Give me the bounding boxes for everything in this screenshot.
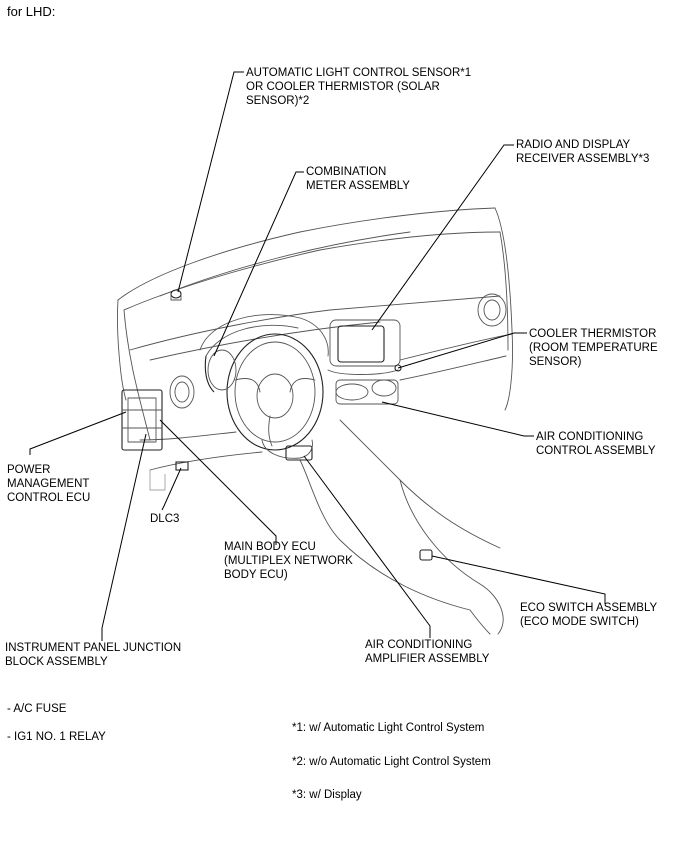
label-line: RADIO AND DISPLAY [516,139,631,151]
label-line: SENSOR)*2 [246,95,310,107]
page-header: for LHD: [7,4,56,19]
label-line: CONTROL ECU [7,492,91,504]
label-eco-switch-assembly: ECO SWITCH ASSEMBLY (ECO MODE SWITCH) [520,601,657,629]
label-line: OR COOLER THERMISTOR (SOLAR [246,81,440,93]
label-line: ECO SWITCH ASSEMBLY [520,602,658,614]
label-line: INSTRUMENT PANEL JUNCTION [5,642,182,654]
label-line: MAIN BODY ECU [224,541,316,553]
label-cooler-thermistor: COOLER THERMISTOR (ROOM TEMPERATURE SENS… [529,327,658,369]
label-line: COOLER THERMISTOR [529,328,657,340]
label-line: SENSOR) [529,356,582,368]
footnote-2: *2: w/o Automatic Light Control System [292,756,491,768]
label-line: (MULTIPLEX NETWORK [224,555,353,567]
label-line: BLOCK ASSEMBLY [5,656,108,668]
label-ac-amplifier-assembly: AIR CONDITIONING AMPLIFIER ASSEMBLY [365,638,489,666]
label-line: MANAGEMENT [7,478,90,490]
footnote-1: *1: w/ Automatic Light Control System [292,722,485,734]
label-line: RECEIVER ASSEMBLY*3 [516,153,650,165]
label-ac-control-assembly: AIR CONDITIONING CONTROL ASSEMBLY [536,430,656,458]
label-line: METER ASSEMBLY [306,180,410,192]
label-instrument-panel-junction-block: INSTRUMENT PANEL JUNCTION BLOCK ASSEMBLY [5,641,181,669]
dashboard-illustration [117,207,513,635]
label-line: DLC3 [150,513,180,525]
label-line: AMPLIFIER ASSEMBLY [365,653,490,665]
label-line: COMBINATION [306,166,387,178]
junction-block-item-ac-fuse: - A/C FUSE [7,703,67,715]
label-line: (ECO MODE SWITCH) [520,616,639,628]
footnote-3: *3: w/ Display [292,789,362,801]
label-radio-display-receiver: RADIO AND DISPLAY RECEIVER ASSEMBLY*3 [516,138,649,166]
junction-block-item-ig1-relay: - IG1 NO. 1 RELAY [7,731,106,743]
leader-lines [29,71,606,641]
label-line: AIR CONDITIONING [536,431,644,443]
label-dlc3: DLC3 [150,512,179,526]
label-main-body-ecu: MAIN BODY ECU (MULTIPLEX NETWORK BODY EC… [224,540,353,582]
label-line: AIR CONDITIONING [365,639,473,651]
label-power-management-ecu: POWER MANAGEMENT CONTROL ECU [7,463,90,505]
label-line: (ROOM TEMPERATURE [529,342,658,354]
label-line: BODY ECU) [224,569,288,581]
label-line: POWER [7,464,51,476]
label-line: CONTROL ASSEMBLY [536,445,656,457]
label-automatic-light-control-sensor: AUTOMATIC LIGHT CONTROL SENSOR*1 OR COOL… [246,66,471,108]
label-combination-meter: COMBINATION METER ASSEMBLY [306,165,410,193]
label-line: AUTOMATIC LIGHT CONTROL SENSOR*1 [246,67,472,79]
